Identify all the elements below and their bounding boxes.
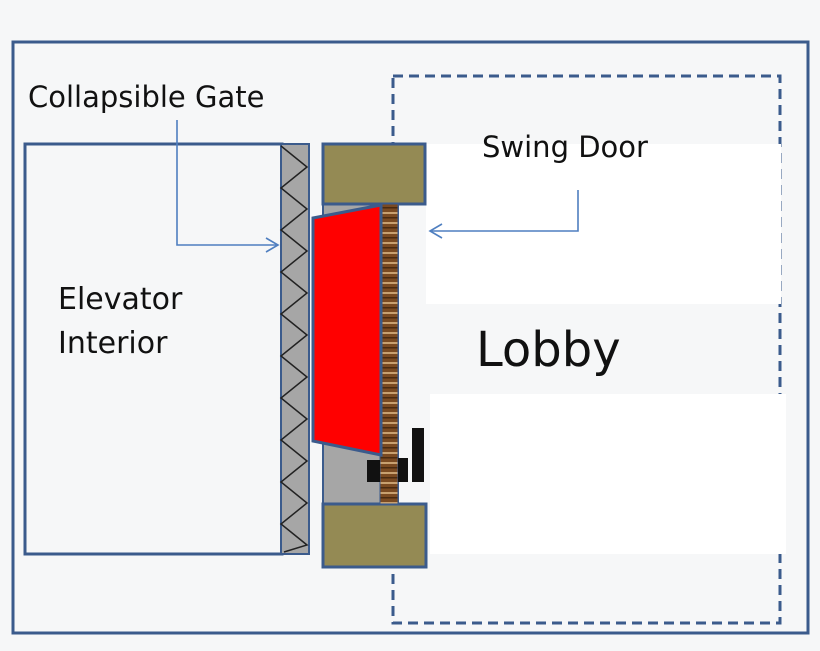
elevator-interior-label-line2: Interior	[58, 326, 168, 361]
gate-zigzag	[279, 145, 309, 553]
elevator-interior-label-line1: Elevator	[58, 282, 183, 317]
collapsible-gate-label: Collapsible Gate	[28, 80, 265, 114]
swing-door-arrow	[428, 190, 579, 239]
door-handle-icon	[367, 428, 424, 482]
door-panel	[311, 203, 383, 457]
lobby-label: Lobby	[476, 322, 621, 378]
lobby-panel-top	[426, 144, 781, 304]
swing-door-label: Swing Door	[482, 130, 648, 164]
lobby-panel-bottom	[430, 394, 786, 554]
elevator-interior	[23, 142, 284, 556]
swing-door	[379, 203, 399, 505]
door-frame-bottom	[321, 502, 428, 569]
lobby-area	[391, 74, 782, 625]
gate-arrow	[176, 120, 280, 253]
door-frame-top	[321, 142, 427, 206]
